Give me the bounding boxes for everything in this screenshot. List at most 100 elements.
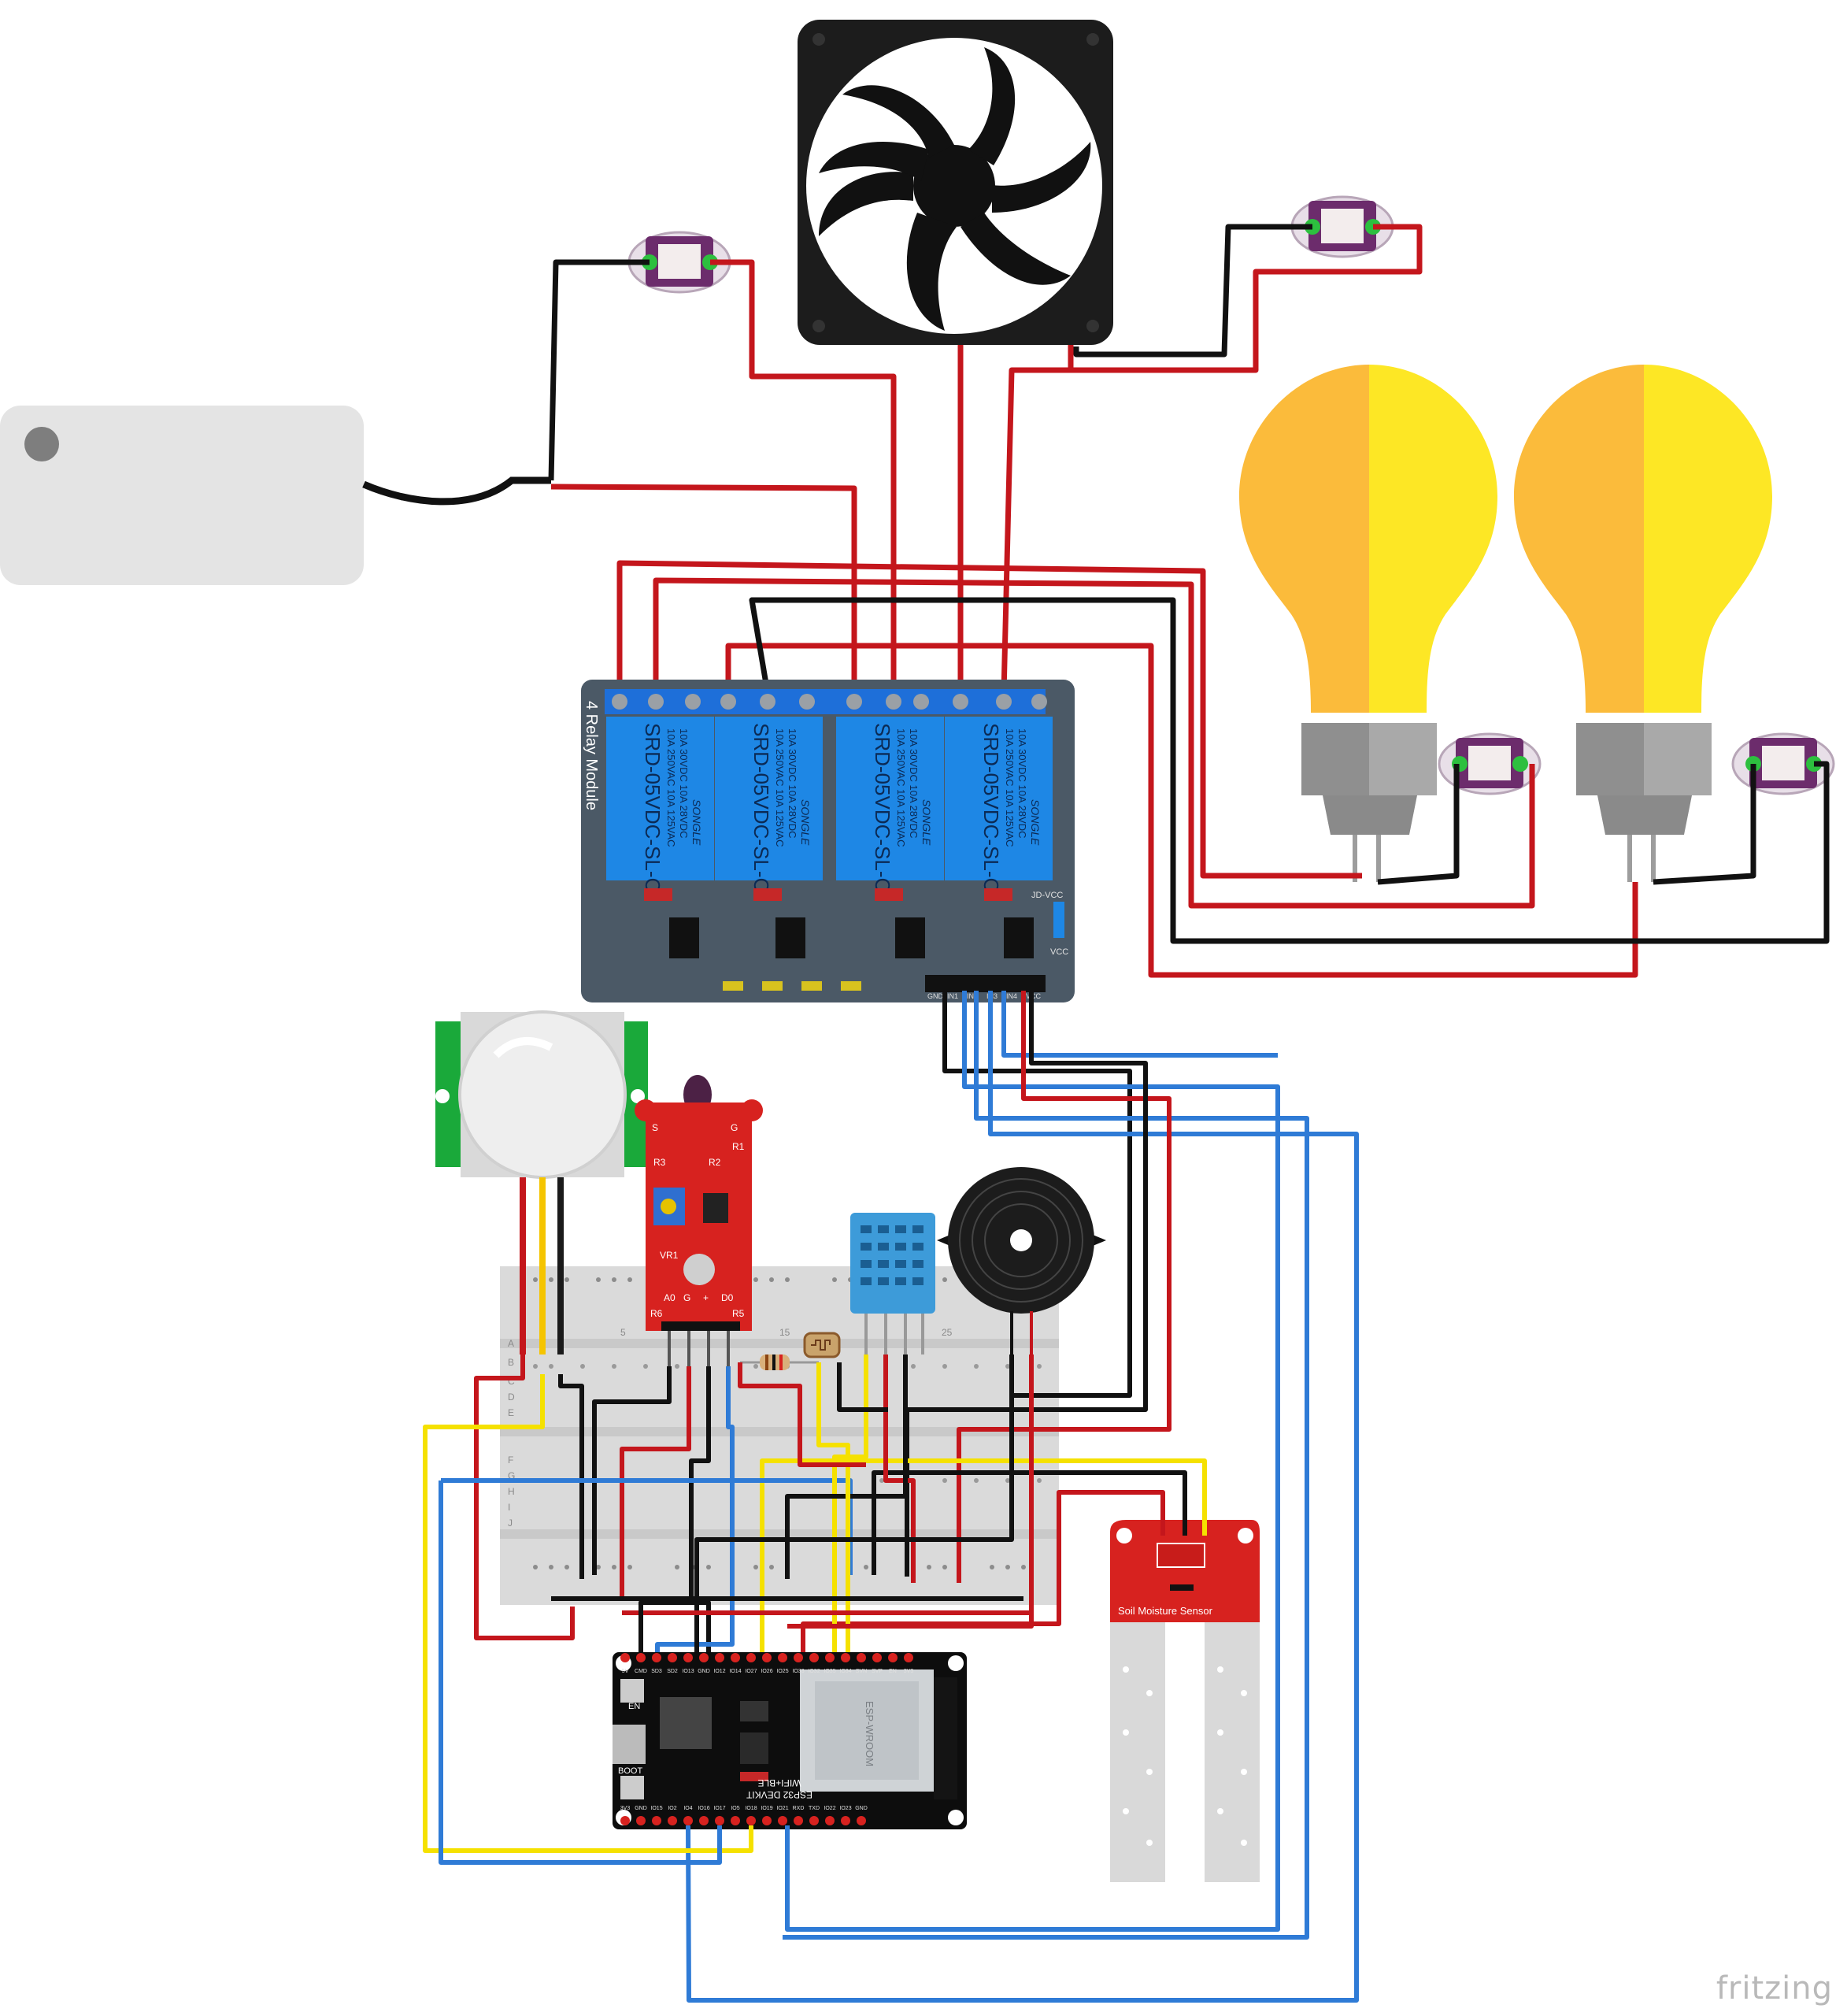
battery-connector-1 [627, 231, 731, 294]
jumper-label-vcc: VCC [1050, 947, 1068, 957]
relay-4-model: SRD-05VDC-SL-C [979, 723, 1003, 892]
esp32-pin-io22: IO22 [824, 1806, 835, 1811]
relay-pin-gnd: GND [927, 992, 944, 1000]
relay-module-title: 4 Relay Module [583, 701, 600, 810]
esp32-pin-gnd-bottom: GND [635, 1806, 647, 1811]
flame-label-vr1: VR1 [660, 1250, 679, 1261]
flame-pin-vcc: + [703, 1292, 709, 1303]
esp32-devkit: ESP-WROOM EN BOOT ESP32 DEVKIT WIFI+BLE [613, 1652, 967, 1829]
relay-4-rating-1: 10A 250VAC 10A 125VAC [1004, 728, 1016, 847]
esp32-pin-rxd: RXD [793, 1806, 805, 1811]
bb-row-h: H [508, 1486, 515, 1497]
esp32-top-pins: 5V CMD SD3 SD2 IO13 GND IO12 IO14 IO27 I… [620, 1653, 913, 1674]
esp32-pin-3v3-bottom: 3V3 [620, 1806, 631, 1811]
bb-row-e: E [508, 1407, 514, 1418]
photoresistor [803, 1332, 841, 1358]
esp32-pin-io23: IO23 [839, 1806, 851, 1811]
esp32-module-label: ESP-WROOM [864, 1701, 875, 1766]
esp32-pin-svp: SVP [872, 1669, 883, 1674]
esp32-pin-io26: IO26 [761, 1669, 772, 1674]
esp32-pin-io25: IO25 [776, 1669, 788, 1674]
relay-2-brand: SONGLE [799, 799, 812, 846]
flame-pin-a0: A0 [664, 1292, 676, 1303]
esp32-pin-3v3-top: 3V3 [904, 1669, 914, 1674]
relay-pin-in2: IN2 [967, 992, 978, 1000]
esp32-boot-button: BOOT [618, 1766, 642, 1776]
dht11-sensor [850, 1213, 935, 1354]
esp32-pin-io16: IO16 [698, 1806, 709, 1811]
esp32-pin-io12: IO12 [713, 1669, 725, 1674]
esp32-pin-io18: IO18 [745, 1806, 757, 1811]
light-bulb-left [1239, 365, 1497, 882]
pir-motion-sensor [435, 1010, 648, 1354]
flame-pin-d0: D0 [721, 1292, 734, 1303]
bb-row-c: C [508, 1376, 515, 1387]
flame-label-r3: R3 [653, 1157, 666, 1168]
esp32-bottom-pins: 3V3 GND IO15 IO2 IO4 IO16 IO17 IO5 IO18 … [620, 1806, 868, 1825]
flame-label-r5: R5 [732, 1308, 745, 1319]
bb-col-5: 5 [620, 1327, 626, 1338]
esp32-pin-io35: IO35 [824, 1669, 835, 1674]
relay-2-model: SRD-05VDC-SL-C [750, 723, 773, 892]
bb-row-f: F [508, 1455, 513, 1466]
bb-row-g: G [508, 1470, 515, 1481]
bb-row-b: B [508, 1357, 514, 1368]
buzzer [937, 1167, 1106, 1354]
soil-moisture-sensor: Soil Moisture Sensor [1110, 1520, 1260, 1882]
esp32-pin-io4: IO4 [683, 1806, 692, 1811]
esp32-pin-gnd-top: GND [698, 1669, 710, 1674]
relay-pin-in1: IN1 [947, 992, 958, 1000]
esp32-en-button: EN [628, 1702, 640, 1711]
esp32-pin-svn: SVN [856, 1669, 867, 1674]
fritzing-watermark: fritzing [1716, 1970, 1833, 2007]
relay-1-rating-1: 10A 250VAC 10A 125VAC [665, 728, 677, 847]
esp32-pin-io15: IO15 [650, 1806, 662, 1811]
esp32-pin-txd: TXD [809, 1806, 820, 1811]
esp32-pin-io2: IO2 [668, 1806, 676, 1811]
flame-label-r6: R6 [650, 1308, 663, 1319]
bb-row-d: D [508, 1392, 515, 1403]
relay-1-brand: SONGLE [690, 799, 703, 846]
esp32-pin-gnd-bottom-2: GND [855, 1806, 868, 1811]
bb-row-a: A [508, 1338, 514, 1349]
esp32-pin-io32: IO32 [808, 1669, 820, 1674]
jumper-label-jdvcc: JD-VCC [1031, 891, 1063, 900]
esp32-board-label: ESP32 DEVKIT [746, 1789, 812, 1800]
relay-3-rating-1: 10A 250VAC 10A 125VAC [895, 728, 907, 847]
relay-2-rating-1: 10A 250VAC 10A 125VAC [774, 728, 786, 847]
relay-2-rating-2: 10A 30VDC 10A 28VDC [787, 728, 798, 838]
esp32-pin-sd2: SD2 [667, 1669, 678, 1674]
esp32-pin-io19: IO19 [761, 1806, 772, 1811]
relay-3-brand: SONGLE [920, 799, 933, 846]
esp32-pin-5v: 5V [622, 1669, 629, 1674]
soil-sensor-label: Soil Moisture Sensor [1118, 1605, 1213, 1617]
flame-pin-g: G [731, 1122, 738, 1133]
signal-wires [423, 991, 1359, 2003]
flame-label-r1: R1 [732, 1141, 745, 1152]
bb-col-15: 15 [779, 1327, 790, 1338]
esp32-board-sub: WIFI+BLE [757, 1777, 801, 1788]
cooling-fan [798, 20, 1113, 345]
bb-col-25: 25 [942, 1327, 953, 1338]
power-wires [548, 224, 1830, 978]
esp32-pin-io14: IO14 [729, 1669, 741, 1674]
flame-label-r2: R2 [709, 1157, 721, 1168]
esp32-pin-io5: IO5 [731, 1806, 739, 1811]
bb-row-j: J [508, 1518, 513, 1529]
relay-3-rating-2: 10A 30VDC 10A 28VDC [908, 728, 920, 838]
esp32-pin-io21: IO21 [776, 1806, 788, 1811]
esp32-pin-cmd: CMD [635, 1669, 647, 1674]
flame-pin-s: S [652, 1122, 658, 1133]
esp32-pin-io13: IO13 [682, 1669, 694, 1674]
relay-module: 4 Relay Module SRD-05VDC-SL-C SRD-05VDC-… [581, 680, 1075, 1002]
battery-connector-4 [1731, 732, 1835, 795]
relay-3-model: SRD-05VDC-SL-C [871, 723, 894, 892]
esp32-pin-en: EN [889, 1669, 897, 1674]
flame-pin-gnd: G [683, 1292, 690, 1303]
relay-1-model: SRD-05VDC-SL-C [641, 723, 664, 892]
esp32-pin-io33: IO33 [792, 1669, 804, 1674]
water-pump [0, 406, 551, 585]
resistor [740, 1354, 819, 1370]
relay-1-rating-2: 10A 30VDC 10A 28VDC [678, 728, 690, 838]
